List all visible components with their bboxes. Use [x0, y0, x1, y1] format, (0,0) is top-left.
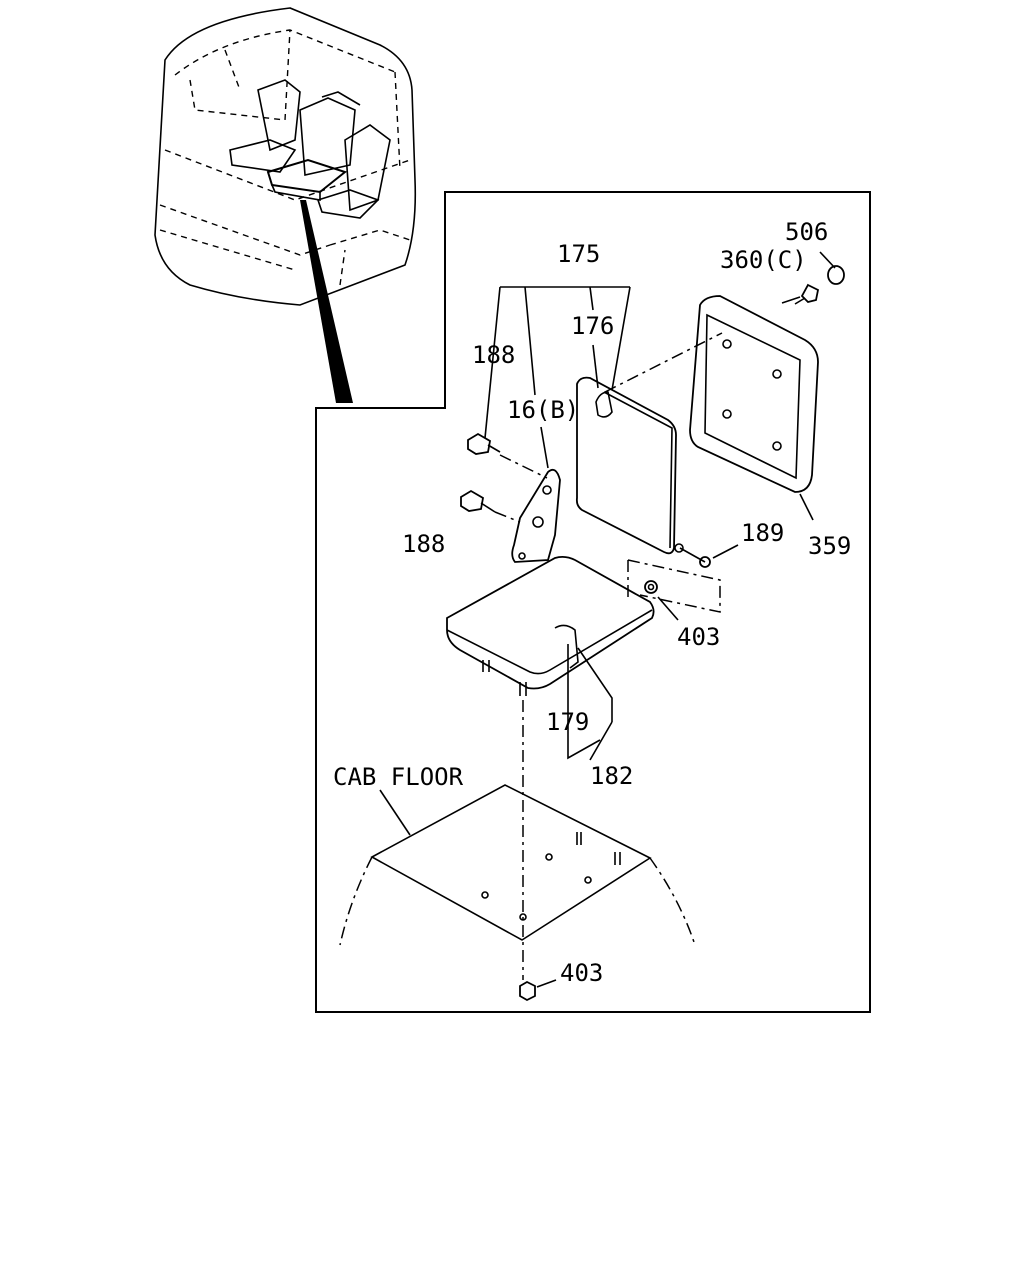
label-403-top: 403: [677, 623, 720, 651]
label-16b: 16(B): [507, 396, 579, 424]
label-188-top: 188: [472, 341, 515, 369]
leader-lines: [379, 251, 836, 988]
label-360c: 360(C): [720, 246, 807, 274]
cab-overview-illustration: [154, 7, 417, 403]
label-188-bottom: 188: [402, 530, 445, 558]
label-359: 359: [808, 532, 851, 560]
part-labels: 506 360(C) 175 176 188 16(B) 188 189 359…: [333, 218, 851, 987]
label-176: 176: [571, 312, 614, 340]
label-189: 189: [741, 519, 784, 547]
seat-parts: [339, 265, 845, 1002]
label-506: 506: [785, 218, 828, 246]
label-182: 182: [590, 762, 633, 790]
label-cab-floor: CAB FLOOR: [333, 763, 464, 791]
label-403-bottom: 403: [560, 959, 603, 987]
detail-frame: [315, 191, 871, 1013]
label-175: 175: [557, 240, 600, 268]
label-179: 179: [546, 708, 589, 736]
